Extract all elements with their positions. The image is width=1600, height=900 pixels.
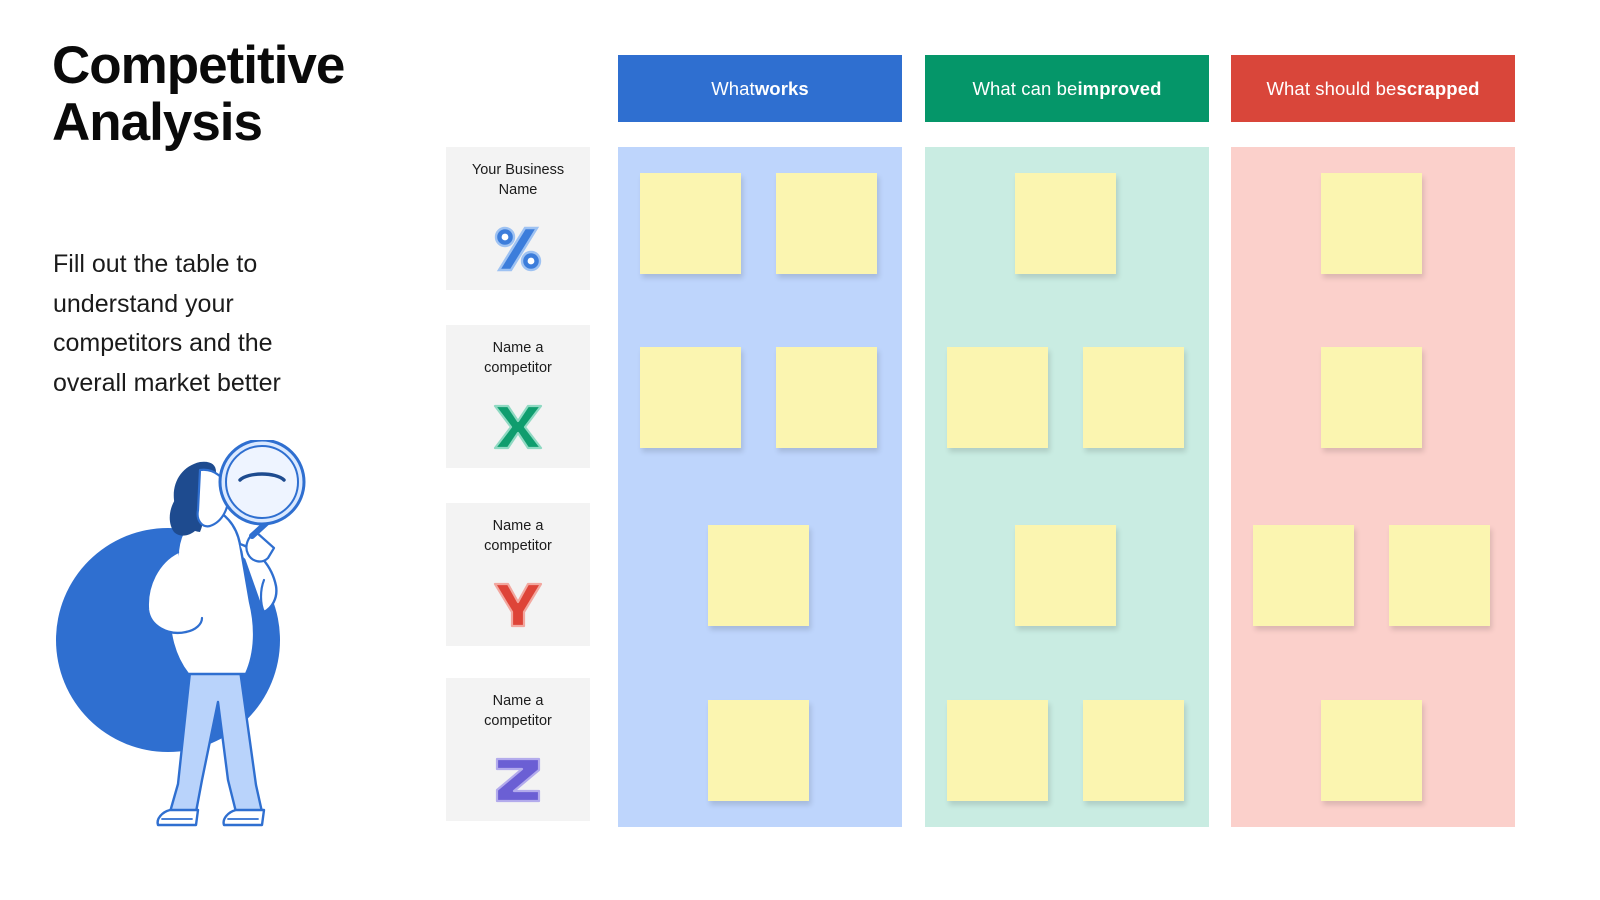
sticky-note[interactable] xyxy=(1015,525,1116,626)
row-label-card-competitor-x[interactable]: Name a competitor xyxy=(446,325,590,468)
cell-scrapped-row4[interactable] xyxy=(1231,674,1515,817)
row-label-card-competitor-z[interactable]: Name a competitor xyxy=(446,678,590,821)
cell-works-row1[interactable] xyxy=(618,147,902,290)
row-label-column: Your Business Name Name a competitor xyxy=(446,147,590,827)
sticky-note[interactable] xyxy=(708,525,809,626)
sticky-note[interactable] xyxy=(776,173,877,274)
column-body-what-scrapped xyxy=(1231,147,1515,827)
letter-y-glyph xyxy=(489,564,547,646)
cell-improved-row3[interactable] xyxy=(925,499,1209,642)
column-body-what-improved xyxy=(925,147,1209,827)
woman-with-magnifying-glass-illustration xyxy=(50,440,360,840)
row-label-text: Name a competitor xyxy=(484,693,552,729)
letter-x-glyph xyxy=(489,386,547,468)
sticky-note[interactable] xyxy=(1015,173,1116,274)
cell-works-row3[interactable] xyxy=(618,499,902,642)
cell-improved-row2[interactable] xyxy=(925,321,1209,464)
cell-works-row2[interactable] xyxy=(618,321,902,464)
sticky-note[interactable] xyxy=(1083,700,1184,801)
column-header-keyword: scrapped xyxy=(1396,77,1480,99)
sticky-note[interactable] xyxy=(708,700,809,801)
column-header-what-improved[interactable]: What can be improved xyxy=(925,55,1209,122)
cell-scrapped-row3[interactable] xyxy=(1231,499,1515,642)
sticky-note[interactable] xyxy=(776,347,877,448)
row-label-text: Name a competitor xyxy=(484,340,552,376)
cell-scrapped-row1[interactable] xyxy=(1231,147,1515,290)
sticky-note[interactable] xyxy=(1321,700,1422,801)
column-header-keyword: works xyxy=(754,77,809,99)
sticky-note[interactable] xyxy=(1321,173,1422,274)
letter-z-glyph xyxy=(489,739,547,821)
sticky-note[interactable] xyxy=(640,173,741,274)
percent-glyph xyxy=(489,208,547,290)
sticky-note[interactable] xyxy=(947,700,1048,801)
cell-works-row4[interactable] xyxy=(618,674,902,817)
column-header-what-works[interactable]: What works xyxy=(618,55,902,122)
column-header-what-scrapped[interactable]: What should be scrapped xyxy=(1231,55,1515,122)
column-header-keyword: improved xyxy=(1077,77,1162,99)
cell-improved-row1[interactable] xyxy=(925,147,1209,290)
sticky-note[interactable] xyxy=(947,347,1048,448)
column-body-what-works xyxy=(618,147,902,827)
sticky-note[interactable] xyxy=(1083,347,1184,448)
column-header-prefix: What xyxy=(711,77,755,99)
column-header-prefix: What can be xyxy=(972,77,1078,99)
row-label-card-your-business[interactable]: Your Business Name xyxy=(446,147,590,290)
page-subtitle: Fill out the table to understand your co… xyxy=(53,250,281,397)
sticky-note[interactable] xyxy=(640,347,741,448)
row-label-text: Your Business Name xyxy=(471,162,565,198)
row-label-card-competitor-y[interactable]: Name a competitor xyxy=(446,503,590,646)
sticky-note[interactable] xyxy=(1389,525,1490,626)
sticky-note[interactable] xyxy=(1321,347,1422,448)
intro-panel: Competitive Analysis Fill out the table … xyxy=(0,0,430,900)
row-label-text: Name a competitor xyxy=(484,518,552,554)
sticky-note[interactable] xyxy=(1253,525,1354,626)
page-title: Competitive Analysis xyxy=(52,36,345,152)
cell-improved-row4[interactable] xyxy=(925,674,1209,817)
column-header-prefix: What should be xyxy=(1266,77,1397,99)
cell-scrapped-row2[interactable] xyxy=(1231,321,1515,464)
